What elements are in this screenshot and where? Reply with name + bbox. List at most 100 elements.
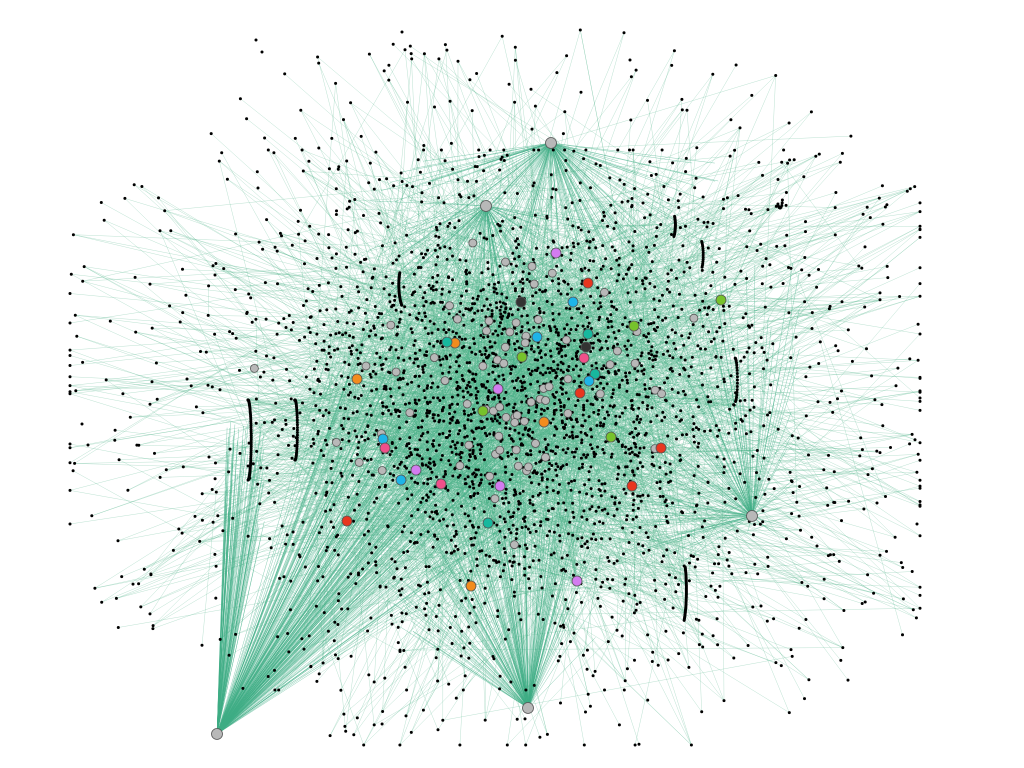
leaf-node	[425, 499, 428, 502]
leaf-node	[391, 261, 395, 265]
network-edge	[463, 590, 529, 709]
leaf-node	[579, 381, 583, 384]
network-edge	[364, 205, 487, 338]
network-edge	[640, 499, 753, 517]
leaf-node	[307, 326, 311, 330]
network-edge	[527, 466, 599, 709]
leaf-node	[369, 616, 373, 620]
leaf-node	[432, 344, 436, 348]
network-edge	[275, 247, 522, 403]
network-edge	[604, 436, 612, 484]
leaf-node	[667, 573, 671, 577]
network-edge	[572, 252, 704, 303]
network-edge	[470, 570, 921, 588]
leaf-node	[463, 412, 467, 416]
leaf-node	[521, 277, 524, 281]
leaf-node	[636, 494, 640, 498]
leaf-node	[626, 339, 630, 343]
leaf-node	[582, 509, 586, 513]
leaf-node	[551, 312, 555, 315]
leaf-node	[436, 537, 439, 541]
leaf-node	[676, 316, 680, 319]
network-edge	[477, 203, 778, 312]
leaf-node	[648, 160, 652, 164]
network-edge	[280, 233, 306, 242]
leaf-node	[319, 392, 322, 396]
network-edge	[229, 501, 519, 656]
leaf-node	[367, 334, 371, 338]
network-edge	[423, 373, 617, 711]
network-edge	[469, 476, 529, 709]
network-edge	[504, 153, 820, 313]
network-edge	[216, 489, 477, 735]
network-edge	[202, 395, 477, 521]
leaf-node	[448, 412, 451, 416]
network-edge	[216, 469, 544, 735]
network-edge	[372, 278, 414, 293]
network-edge	[603, 266, 840, 562]
network-edge	[614, 511, 695, 564]
network-edge	[216, 360, 546, 735]
leaf-node	[466, 383, 470, 387]
leaf-node	[664, 582, 668, 586]
network-edge	[277, 334, 448, 343]
leaf-node	[591, 387, 595, 391]
network-edge	[308, 161, 538, 338]
network-edge	[216, 449, 265, 735]
network-edge	[703, 283, 921, 538]
network-edge	[527, 583, 545, 709]
leaf-node	[571, 533, 575, 537]
leaf-node	[832, 470, 836, 474]
leaf-node	[507, 527, 511, 531]
network-edge	[434, 186, 915, 304]
leaf-node	[404, 612, 408, 616]
leaf-node	[285, 367, 288, 371]
network-edge	[216, 487, 542, 735]
network-edge	[74, 334, 278, 464]
network-edge	[216, 482, 265, 735]
leaf-node	[422, 304, 426, 308]
network-edge	[519, 142, 552, 247]
network-edge	[394, 205, 487, 256]
leaf-node	[486, 307, 490, 311]
network-edge	[550, 142, 608, 276]
network-edge	[437, 408, 648, 730]
network-edge	[350, 102, 572, 254]
leaf-node	[543, 437, 547, 441]
leaf-node	[556, 333, 560, 337]
leaf-node	[407, 401, 411, 405]
leaf-node	[515, 246, 519, 250]
leaf-node	[214, 596, 218, 600]
leaf-node	[601, 219, 604, 222]
leaf-node	[573, 479, 576, 483]
leaf-node	[413, 304, 417, 308]
leaf-node	[474, 531, 478, 535]
network-edge	[513, 411, 887, 552]
network-edge	[274, 212, 604, 671]
network-edge	[369, 54, 655, 581]
leaf-node	[596, 412, 600, 416]
network-edge	[703, 537, 902, 563]
leaf-node	[665, 548, 669, 552]
network-edge	[550, 142, 583, 254]
network-edge	[645, 284, 753, 517]
network-edge	[477, 587, 529, 709]
network-edge	[69, 318, 502, 351]
network-edge	[150, 407, 450, 575]
leaf-node	[762, 456, 766, 460]
network-edge	[216, 525, 259, 735]
leaf-node	[430, 470, 434, 474]
leaf-node	[375, 496, 379, 500]
network-edge	[180, 321, 719, 564]
leaf-node	[375, 571, 379, 575]
leaf-node	[605, 410, 609, 414]
leaf-node	[742, 355, 746, 359]
network-edge	[498, 472, 724, 484]
network-edge	[440, 483, 535, 525]
leaf-node	[664, 398, 667, 402]
network-edge	[415, 205, 487, 375]
network-edge	[587, 362, 753, 517]
network-edge	[608, 184, 625, 372]
network-edge	[476, 73, 594, 374]
network-edge	[438, 196, 704, 481]
